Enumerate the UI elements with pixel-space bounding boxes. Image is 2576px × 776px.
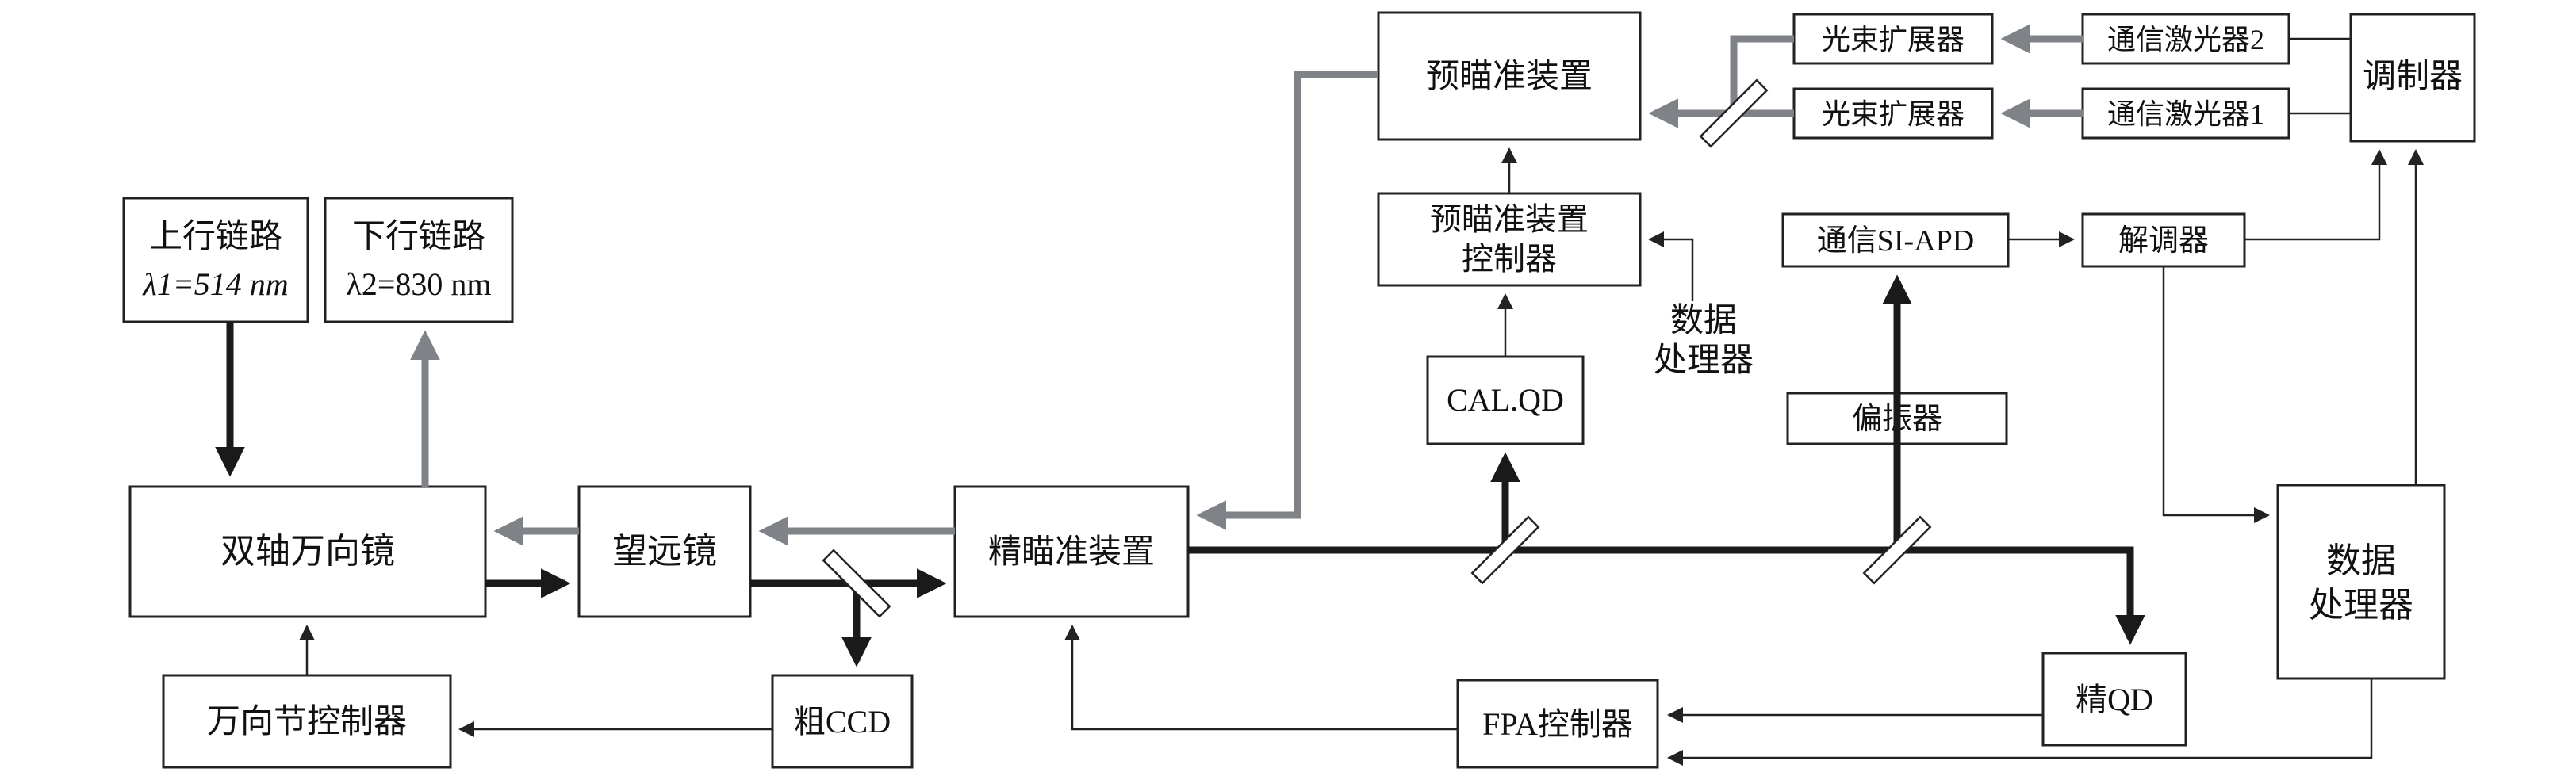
data-processor-line2: 处理器 (2309, 586, 2413, 625)
fine-pointing-to-fine-qd-beam (1188, 546, 2145, 645)
fine-pointing-box: 精瞄准装置 (953, 485, 1190, 618)
cal-qd-box: CAL.QD (1426, 355, 1585, 445)
telescope-box: 望远镜 (577, 485, 752, 618)
demodulator-to-data-processor (2162, 266, 2270, 523)
pre-pointing-to-fine-pointing-beam (1196, 71, 1378, 530)
downlink-title: 下行链路 (352, 219, 485, 255)
coarse-ccd-splitter-icon (822, 549, 891, 618)
coarse-ccd-box: 粗CCD (771, 674, 914, 769)
beam-splitters (822, 78, 1932, 618)
pre-pointing-label: 预瞄准装置 (1426, 59, 1593, 95)
downlink-wavelength: λ2=830 nm (346, 266, 491, 302)
pre-pointing-controller-line2: 控制器 (1462, 241, 1557, 277)
fine-qd-box: 精QD (2041, 652, 2187, 747)
data-processor-label-top: 数据 处理器 (1654, 303, 1754, 379)
fpa-controller-label: FPA控制器 (1482, 706, 1633, 742)
gimbal-mirror-label: 双轴万向镜 (220, 532, 395, 571)
beam-expander-bottom-label: 光束扩展器 (1822, 98, 1965, 130)
coarse-ccd-label: 粗CCD (794, 704, 891, 740)
telescope-label: 望远镜 (612, 532, 717, 571)
data-processor-top-line1: 数据 (1670, 303, 1737, 339)
cal-qd-label: CAL.QD (1447, 382, 1564, 418)
si-apd-label: 通信SI-APD (1817, 224, 1974, 258)
data-processor-to-pre-pointing-controller (1648, 231, 1694, 301)
data-processor-top-line2: 处理器 (1654, 342, 1754, 379)
demodulator-box: 解调器 (2081, 212, 2246, 268)
beam-expander-bottom-box: 光束扩展器 (1792, 87, 1994, 140)
pre-pointing-controller-box: 预瞄准装置 控制器 (1377, 192, 1642, 287)
gimbal-mirror-box: 双轴万向镜 (128, 485, 487, 618)
gimbal-controller-box: 万向节控制器 (162, 674, 452, 769)
data-processor-box: 数据 处理器 (2276, 484, 2446, 680)
fpa-controller-to-fine-pointing (1064, 625, 1458, 731)
pre-pointing-box: 预瞄准装置 (1377, 11, 1642, 141)
comm-laser-1-label: 通信激光器1 (2107, 98, 2264, 130)
demodulator-to-modulator (2244, 149, 2387, 241)
fine-qd-label: 精QD (2076, 682, 2153, 717)
fpa-controller-box: FPA控制器 (1456, 679, 1659, 769)
beam-expander-top-box: 光束扩展器 (1792, 13, 1994, 65)
downlink-box: 下行链路 λ2=830 nm (324, 197, 514, 323)
uplink-title: 上行链路 (149, 219, 282, 255)
pre-pointing-controller-line1: 预瞄准装置 (1430, 201, 1589, 237)
beam-expander-top-to-combiner (1730, 35, 1794, 113)
comm-laser-1-box: 通信激光器1 (2081, 87, 2290, 140)
uplink-box: 上行链路 λ1=514 nm (122, 197, 309, 323)
data-processor-line1: 数据 (2326, 541, 2396, 580)
modulator-label: 调制器 (2363, 59, 2463, 95)
demodulator-label: 解调器 (2118, 224, 2209, 258)
si-apd-splitter-icon (1862, 515, 1932, 585)
downlink-beams (410, 24, 2083, 546)
cal-qd-splitter-icon (1470, 515, 1540, 585)
signal-lines (299, 37, 2424, 766)
comm-laser-2-label: 通信激光器2 (2107, 24, 2264, 55)
uplink-wavelength: λ1=514 nm (142, 266, 288, 302)
fine-pointing-label: 精瞄准装置 (988, 534, 1155, 571)
modulator-box: 调制器 (2349, 13, 2476, 143)
gimbal-controller-label: 万向节控制器 (207, 704, 407, 740)
comm-laser-2-box: 通信激光器2 (2081, 13, 2290, 65)
beam-expander-top-label: 光束扩展器 (1822, 24, 1965, 55)
data-processor-to-fpa-controller (1667, 679, 2373, 766)
beam-combiner-mirror-icon (1699, 78, 1769, 148)
si-apd-box: 通信SI-APD (1781, 212, 2010, 268)
